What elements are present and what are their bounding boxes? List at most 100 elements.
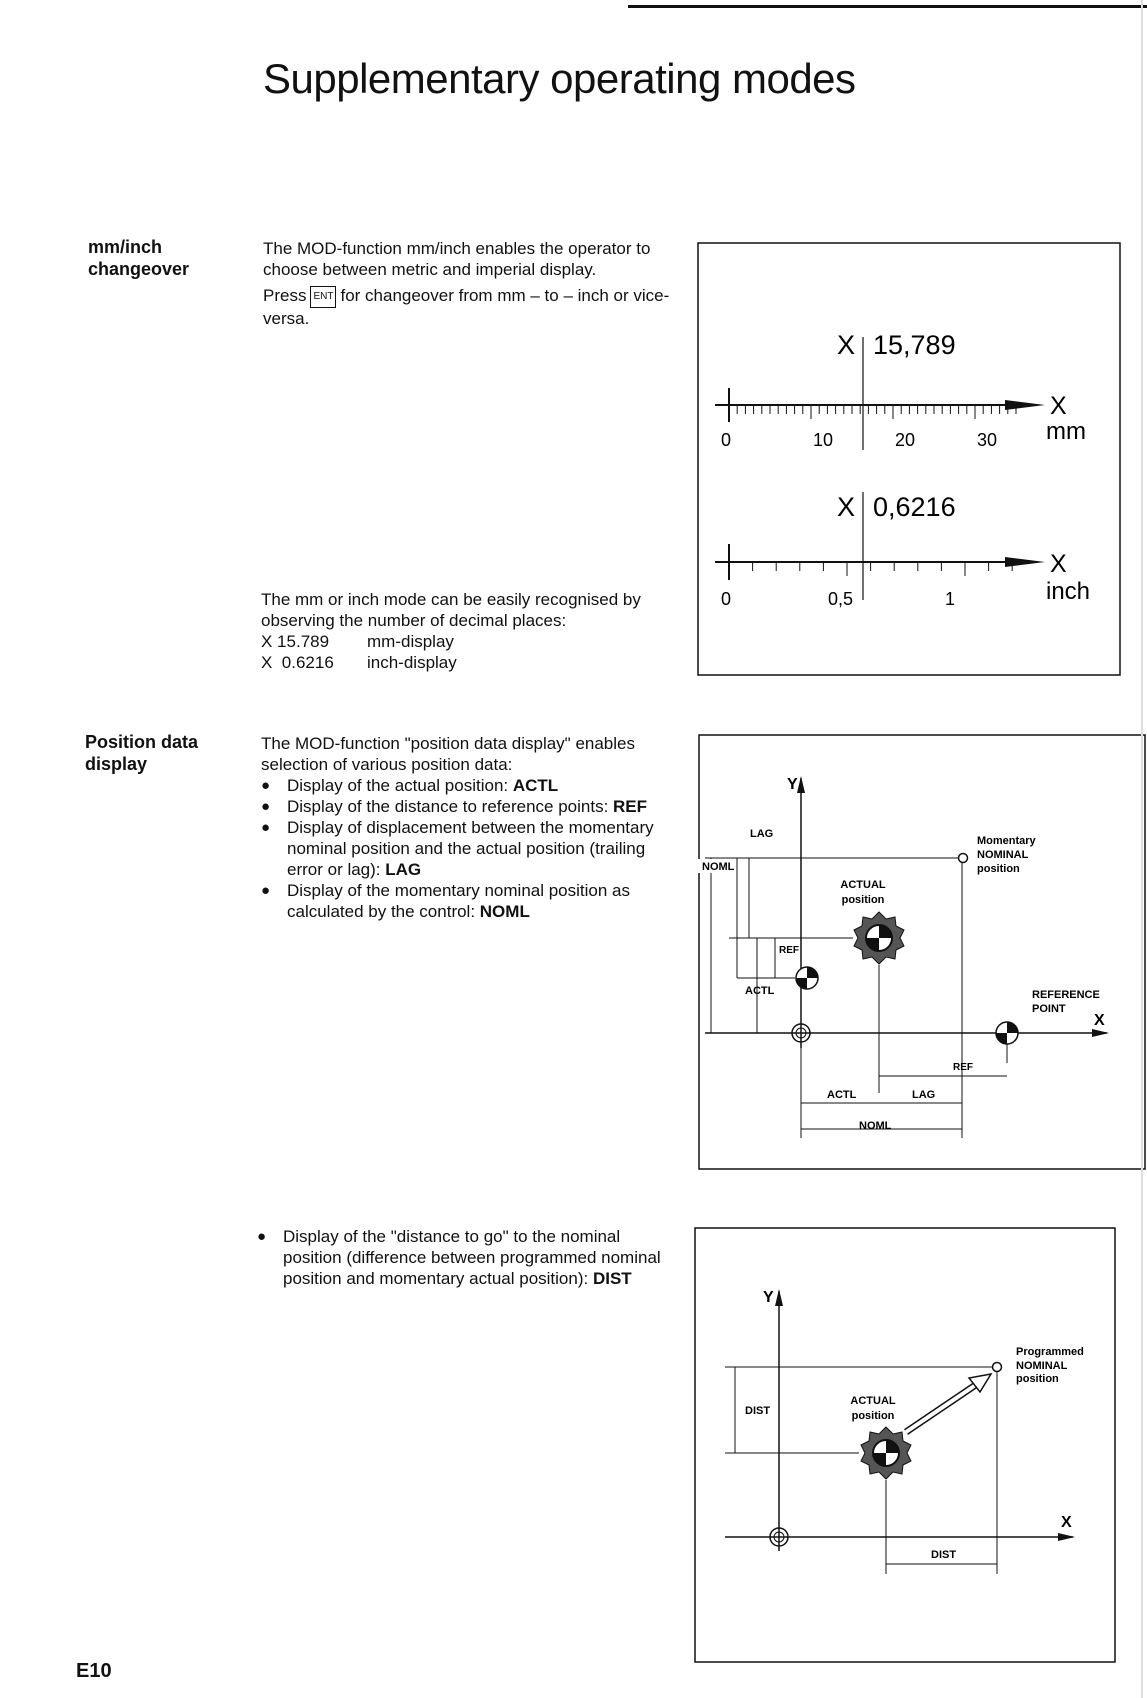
reference-point-label: REFERENCE: [1032, 989, 1100, 1001]
actl-v-label: ACTL: [745, 985, 775, 997]
list-item: Display of the actual position: ACTL: [261, 775, 681, 796]
noml-v-label: NOML: [702, 861, 735, 873]
list-item: Display of the "distance to go" to the n…: [257, 1226, 667, 1289]
item-keyword: REF: [613, 797, 648, 816]
list-item: Display of the momentary nominal positio…: [261, 880, 681, 922]
machine-origin-icon: [769, 1527, 789, 1547]
distance-arrow-inner: [904, 1380, 982, 1434]
programmed-label: position: [1016, 1373, 1059, 1385]
item-text: Display of the momentary nominal positio…: [287, 881, 630, 921]
mm-tick-label: 30: [977, 430, 997, 450]
heading-line: changeover: [88, 259, 190, 279]
distance-to-go-list: Display of the "distance to go" to the n…: [257, 1226, 667, 1289]
inch-tick-label: 0: [721, 589, 731, 609]
y-axis-label: Y: [763, 1289, 774, 1306]
example-value: X 15.789: [261, 632, 330, 651]
actual-label: position: [842, 894, 885, 906]
x-axis-arrow-icon: [1092, 1029, 1109, 1037]
mm-inch-description: The MOD-function mm/inch enables the ope…: [263, 238, 683, 329]
position-data-description: The MOD-function "position data display"…: [261, 733, 681, 922]
press-text: Press: [263, 286, 307, 305]
decimal-places-note: The mm or inch mode can be easily recogn…: [261, 589, 676, 673]
figure-frame: [698, 734, 1146, 1170]
distance-arrowhead-icon: [967, 1372, 993, 1394]
programmed-label: Programmed: [1016, 1346, 1084, 1358]
dist-h-label: DIST: [931, 1549, 956, 1561]
item-text: Display of the distance to reference poi…: [287, 797, 614, 816]
x-axis-label: X: [1094, 1012, 1105, 1029]
inch-axis-arrow-icon: [1005, 557, 1045, 567]
cutter-tool-icon: [853, 911, 905, 965]
momentary-label: position: [977, 863, 1020, 875]
item-keyword: DIST: [592, 1269, 632, 1288]
inch-reading-value: 0,6216: [873, 492, 956, 522]
section-heading-mm-inch: mm/inch changeover: [88, 236, 189, 280]
reference-point-icon: [995, 1021, 1019, 1045]
x-axis-arrow-icon: [1058, 1533, 1075, 1541]
item-keyword: LAG: [385, 860, 422, 879]
page-edge: [1141, 0, 1143, 1698]
item-text: Display of the actual position:: [287, 776, 513, 795]
item-text: Display of displacement between the mome…: [287, 818, 654, 879]
mm-axis-arrow-icon: [1005, 400, 1045, 410]
mm-reading-value: 15,789: [873, 330, 956, 360]
paragraph: The MOD-function mm/inch enables the ope…: [263, 239, 651, 279]
distance-to-go-description: Display of the "distance to go" to the n…: [257, 1226, 667, 1289]
mm-unit-label: mm: [1046, 418, 1086, 445]
paragraph: The MOD-function "position data display"…: [261, 734, 635, 774]
inch-arrow-letter: X: [1050, 550, 1067, 578]
example-label: mm-display: [367, 632, 454, 651]
noml-label-bg: [697, 859, 727, 873]
ent-key-icon: ENT: [310, 285, 337, 308]
mm-minor-ticks: [736, 405, 1017, 419]
example-value: X 0.6216: [261, 653, 334, 672]
programmed-position-icon: [991, 1361, 1003, 1373]
lag-h-label: LAG: [912, 1089, 935, 1101]
actual-label: ACTUAL: [850, 1395, 895, 1407]
example-label: inch-display: [367, 653, 457, 672]
x-axis-label: X: [1061, 1514, 1072, 1531]
list-item: Display of the distance to reference poi…: [261, 796, 681, 817]
item-keyword: ACTL: [512, 776, 559, 795]
mm-arrow-letter: X: [1050, 392, 1067, 420]
figure-frame: [697, 242, 1121, 676]
figure-frame: [694, 1227, 1116, 1663]
noml-h-label: NOML: [859, 1120, 892, 1132]
mm-axis-letter: X: [837, 330, 855, 360]
reference-mark-icon: [795, 966, 819, 990]
changeover-text: for changeover from mm – to – inch or vi…: [263, 286, 670, 328]
dist-v-label: DIST: [745, 1405, 770, 1417]
position-data-list: Display of the actual position: ACTL Dis…: [261, 775, 681, 922]
section-heading-position-data: Position data display: [85, 731, 198, 775]
inch-tick-label: 0,5: [828, 589, 853, 609]
top-rule: [628, 5, 1147, 8]
heading-line: Position data: [85, 732, 199, 752]
distance-to-go-figure: Y X Programmed NOMINAL position ACTUAL p…: [694, 1227, 1116, 1663]
item-text: Display of the "distance to go" to the n…: [283, 1227, 661, 1288]
mm-inch-scale-figure: X 15,789 X mm 0 10 20 30 X 0,6216 X inch…: [697, 242, 1121, 676]
actual-label: ACTUAL: [840, 879, 885, 891]
y-axis-label: Y: [787, 776, 798, 793]
list-item: Display of displacement between the mome…: [261, 817, 681, 880]
momentary-label: Momentary: [977, 835, 1037, 847]
ref-v-label: REF: [779, 945, 799, 956]
inch-minor-ticks: [752, 562, 1013, 576]
mm-tick-label: 0: [721, 430, 731, 450]
actl-h-label: ACTL: [827, 1089, 857, 1101]
page-number: E10: [76, 1660, 112, 1682]
ref-h-label: REF: [953, 1062, 973, 1073]
actual-label: position: [852, 1410, 895, 1422]
example-row: X 0.6216 inch-display: [261, 652, 676, 673]
inch-unit-label: inch: [1046, 578, 1090, 605]
lag-v-label: LAG: [750, 828, 773, 840]
position-data-figure: Y X Momentary NOMINAL position ACTUAL po…: [697, 734, 1146, 1170]
inch-tick-label: 1: [945, 589, 955, 609]
y-axis-arrow-icon: [775, 1289, 783, 1306]
y-axis-arrow-icon: [797, 776, 805, 793]
paragraph: The mm or inch mode can be easily recogn…: [261, 590, 641, 630]
item-keyword: NOML: [479, 902, 530, 921]
momentary-label: NOMINAL: [977, 849, 1029, 861]
reference-point-label: POINT: [1032, 1003, 1066, 1015]
example-row: X 15.789 mm-display: [261, 631, 676, 652]
